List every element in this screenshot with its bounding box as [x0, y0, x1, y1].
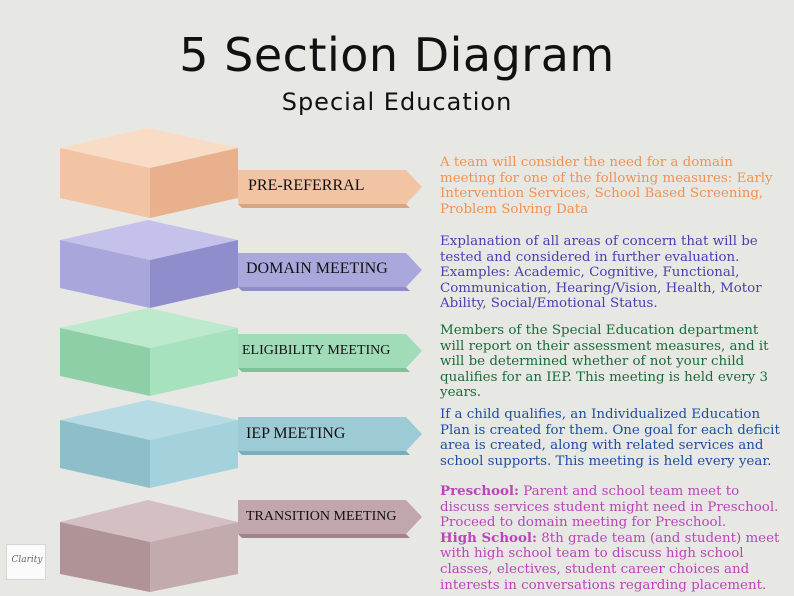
block-arrow-shadow [238, 204, 410, 208]
preschool-text: Parent and school team meet to discuss s… [440, 484, 779, 531]
pre-referral-block [60, 128, 422, 218]
iep-meeting-block [60, 400, 422, 488]
section-label: ELIGIBILITY MEETING [242, 343, 391, 358]
block-arrow [238, 334, 422, 368]
section-label: IEP MEETING [246, 425, 346, 442]
block-right-face [150, 148, 238, 218]
block-right-face [150, 328, 238, 396]
logo-text: Clarity [11, 555, 43, 565]
block-top-face [60, 500, 238, 542]
section-transition-meeting: TRANSITION MEETING Preschool: Parent and… [0, 482, 794, 596]
high-school-heading: High School: [440, 529, 537, 546]
block-arrow [238, 417, 422, 451]
block-arrow-shadow [238, 451, 410, 455]
block-arrow-shadow [238, 287, 410, 291]
block-left-face [60, 522, 150, 592]
section-pre-referral: PRE-REFERRAL A team will consider the ne… [0, 128, 794, 218]
section-iep-meeting: IEP MEETING If a child qualifies, an Ind… [0, 398, 794, 490]
section-description: Preschool: Parent and school team meet t… [440, 483, 785, 593]
block-top-face [60, 400, 238, 440]
block-right-face [150, 240, 238, 308]
section-domain-meeting: DOMAIN MEETING Explanation of all areas … [0, 218, 794, 311]
section-description: Members of the Special Education departm… [440, 323, 769, 401]
page-subtitle: Special Education [281, 88, 513, 116]
eligibility-meeting-block [60, 308, 422, 396]
block-arrow-shadow [238, 368, 410, 372]
block-left-face [60, 420, 150, 488]
brand-logo: Clarity [6, 544, 46, 580]
block-arrow [238, 170, 422, 204]
block-top-face [60, 128, 238, 168]
section-label: TRANSITION MEETING [246, 509, 397, 524]
block-arrow-shadow [238, 534, 410, 538]
section-description: A team will consider the need for a doma… [440, 155, 773, 217]
high-school-text: 8th grade team (and student) meet with h… [440, 530, 780, 593]
domain-meeting-block [60, 220, 422, 308]
transition-meeting-block [60, 500, 422, 592]
block-left-face [60, 328, 150, 396]
block-right-face [150, 522, 238, 592]
preschool-heading: Preschool: [440, 483, 519, 499]
block-left-face [60, 148, 150, 218]
block-arrow [238, 500, 422, 534]
section-label: PRE-REFERRAL [248, 177, 365, 194]
block-top-face [60, 308, 238, 348]
block-left-face [60, 240, 150, 308]
section-eligibility-meeting: ELIGIBILITY MEETING Members of the Speci… [0, 306, 794, 401]
section-description: Explanation of all areas of concern that… [440, 234, 762, 312]
block-right-face [150, 420, 238, 488]
section-description: If a child qualifies, an Individualized … [440, 407, 780, 469]
block-arrow [238, 253, 422, 287]
block-top-face [60, 220, 238, 260]
section-label: DOMAIN MEETING [246, 260, 388, 277]
page-title: 5 Section Diagram [179, 28, 615, 82]
